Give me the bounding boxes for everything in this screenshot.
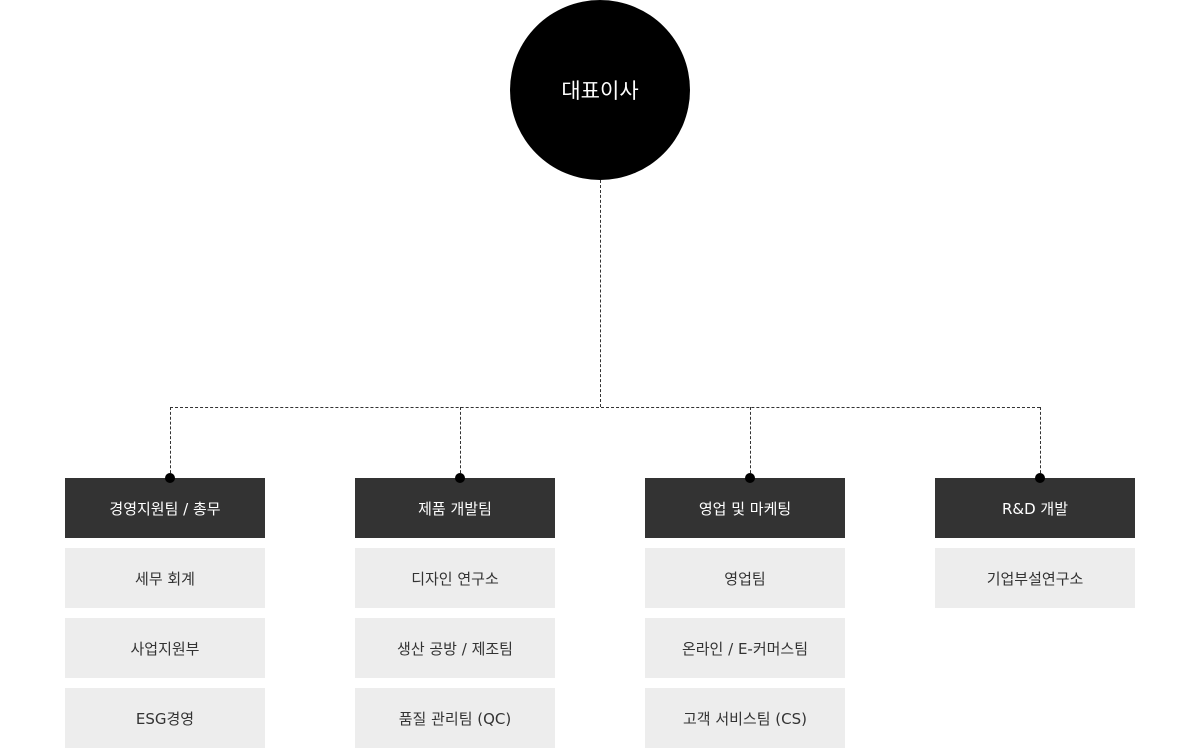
department-header: 제품 개발팀: [355, 478, 555, 538]
team-box: 세무 회계: [65, 548, 265, 608]
team-box: 고객 서비스팀 (CS): [645, 688, 845, 748]
connector-dot: [455, 473, 465, 483]
department-header: 영업 및 마케팅: [645, 478, 845, 538]
team-box: 디자인 연구소: [355, 548, 555, 608]
department-column: 영업 및 마케팅 영업팀 온라인 / E-커머스팀 고객 서비스팀 (CS): [645, 478, 845, 748]
team-box: 품질 관리팀 (QC): [355, 688, 555, 748]
department-column: R&D 개발 기업부설연구소: [935, 478, 1135, 608]
team-box: 영업팀: [645, 548, 845, 608]
team-box: 생산 공방 / 제조팀: [355, 618, 555, 678]
team-box: 사업지원부: [65, 618, 265, 678]
connector-dot: [1035, 473, 1045, 483]
ceo-label: 대표이사: [561, 79, 639, 103]
connector-line: [1040, 407, 1041, 478]
connector-dot: [165, 473, 175, 483]
connector-line: [170, 407, 171, 478]
department-header: 경영지원팀 / 총무: [65, 478, 265, 538]
team-box: ESG경영: [65, 688, 265, 748]
connector-line: [460, 407, 461, 478]
team-box: 온라인 / E-커머스팀: [645, 618, 845, 678]
connector-line: [600, 180, 601, 407]
department-column: 제품 개발팀 디자인 연구소 생산 공방 / 제조팀 품질 관리팀 (QC): [355, 478, 555, 748]
connector-line: [750, 407, 751, 478]
department-column: 경영지원팀 / 총무 세무 회계 사업지원부 ESG경영: [65, 478, 265, 748]
team-box: 기업부설연구소: [935, 548, 1135, 608]
ceo-node: 대표이사: [510, 0, 690, 180]
connector-dot: [745, 473, 755, 483]
connector-line: [170, 407, 1040, 408]
department-header: R&D 개발: [935, 478, 1135, 538]
